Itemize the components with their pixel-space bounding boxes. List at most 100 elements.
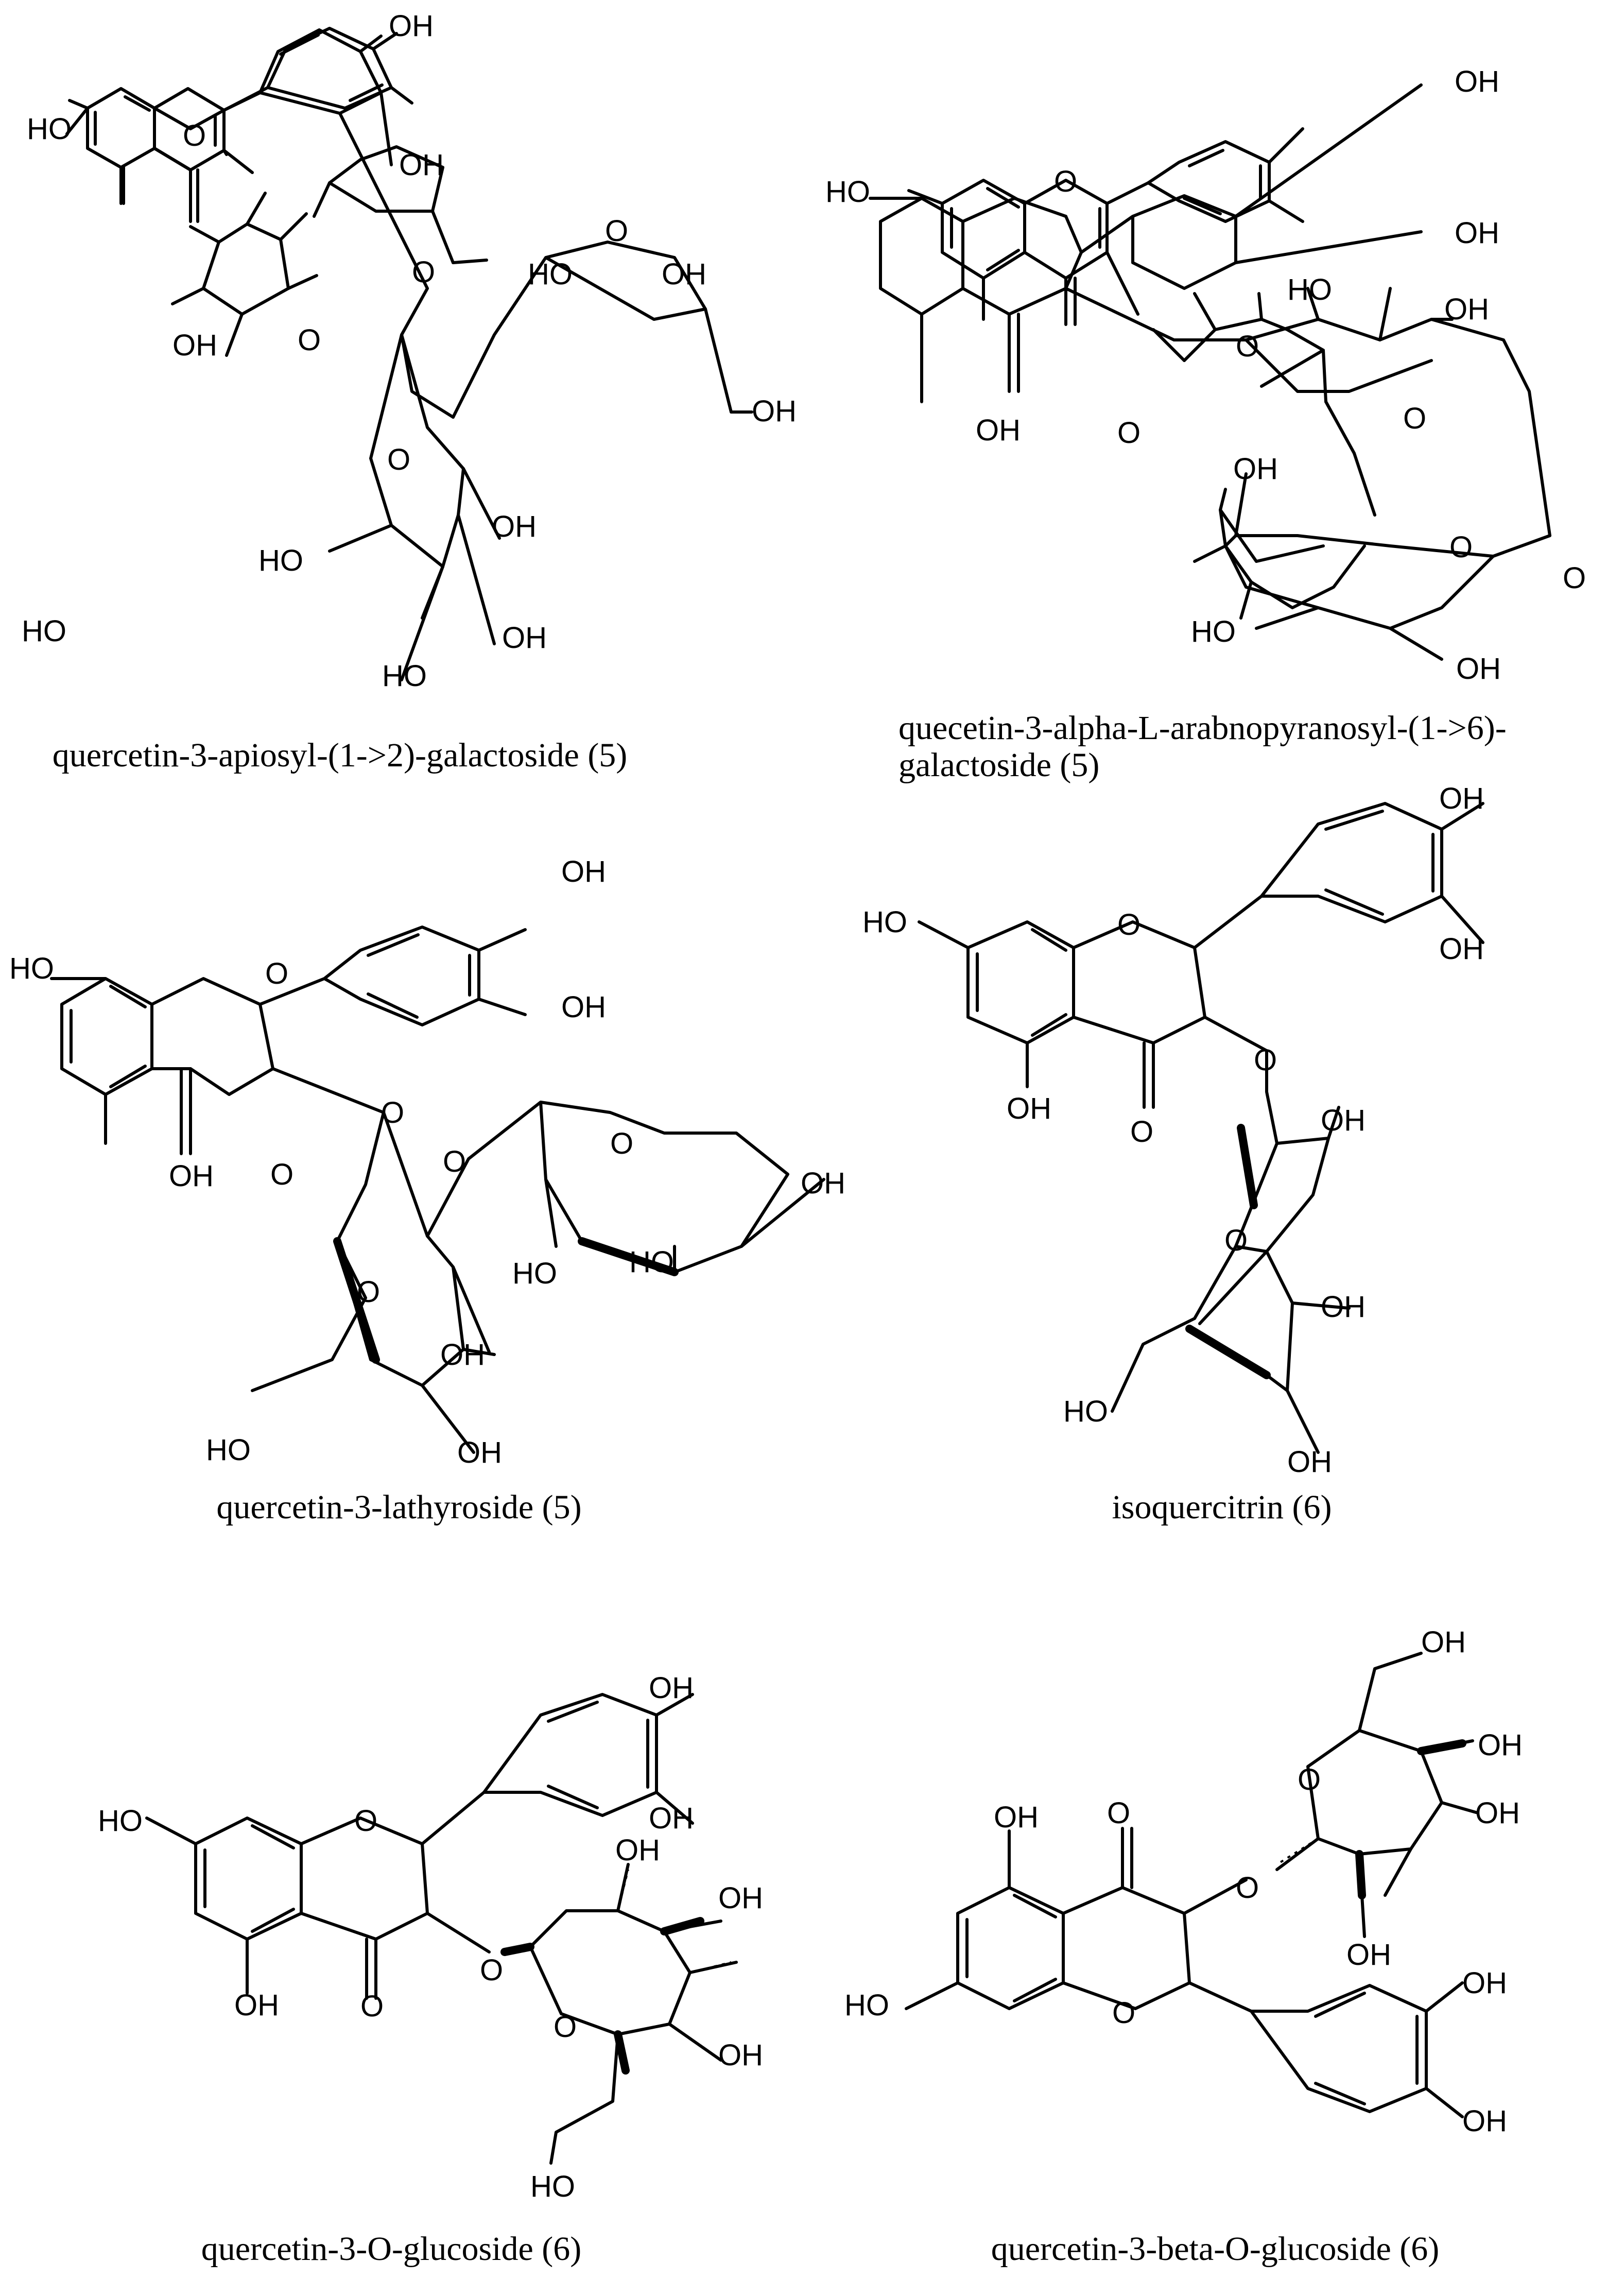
s2-label-11: O [1449, 530, 1473, 564]
s3-label-12: OH [801, 1167, 845, 1200]
s4-label-7: O [1224, 1224, 1248, 1257]
s6-label-1: O [1107, 1796, 1130, 1830]
s5-label-7: OH [615, 1834, 660, 1867]
s3-label-0: HO [9, 952, 54, 985]
caption-structure-5: quercetin-3-O-glucoside (6) [201, 2230, 582, 2268]
s3-label-6: O [381, 1096, 404, 1129]
s6-label-7: O [1236, 1871, 1259, 1905]
structure-4-wedges [1185, 1124, 1271, 1379]
structure-4-bonds [918, 802, 1484, 1454]
s3-label-14: HO [206, 1433, 251, 1467]
s3-label-2: OH [561, 855, 606, 888]
s4-label-4: OH [1007, 1092, 1051, 1125]
caption-structure-1: quercetin-3-apiosyl-(1->2)-galactoside (… [53, 736, 628, 774]
s1-label-2: OH [389, 9, 434, 43]
s5-label-1: O [354, 1804, 377, 1838]
structure-2-skeleton [869, 83, 1551, 661]
s2-label-8: OH [1444, 293, 1489, 326]
structure-6-hashes [1276, 1678, 1473, 1865]
s3-label-5: O [270, 1158, 293, 1191]
s1-label-4: OH [172, 329, 217, 362]
s5-label-2: OH [649, 1671, 694, 1705]
s1-label-16: HO [22, 614, 66, 648]
s5-label-5: O [360, 1990, 384, 2023]
s2-label-10: OH [1233, 452, 1278, 486]
s6-label-4: O [1298, 1763, 1321, 1796]
s5-label-6: O [480, 1954, 503, 1987]
s1-label-12: HO [258, 544, 303, 577]
structure-1-labels: HO O OH OH OH O O O HO OH OH O HO OH HO … [22, 9, 797, 693]
s2-label-14: OH [1456, 652, 1501, 686]
structure-6-labels: OH O O HO O OH OH O OH OH OH OH [844, 1625, 1523, 2138]
s3-label-15: OH [457, 1436, 502, 1469]
structure-1-bonds [65, 28, 753, 681]
s6-label-3: HO [844, 1989, 889, 2022]
s4-label-2: OH [1439, 782, 1484, 815]
s4-label-5: O [1130, 1115, 1153, 1149]
structure-6-bonds [905, 1652, 1479, 2118]
caption-structure-2-line1: quecetin-3-alpha-L-arabnopyranosyl-(1->6… [898, 709, 1507, 747]
structure-2-labels: HO O OH OH OH O O HO OH O OH O O HO OH [825, 65, 1586, 686]
s5-label-8: OH [718, 1881, 763, 1915]
s1-label-11: O [387, 443, 410, 476]
s3-label-3: OH [561, 990, 606, 1024]
s1-label-10: OH [752, 395, 797, 428]
s1-label-15: OH [502, 621, 547, 655]
s3-label-1: O [265, 957, 288, 990]
s2-label-13: HO [1191, 615, 1236, 648]
s6-label-8: OH [1475, 1796, 1520, 1830]
structure-5-wedges [500, 1917, 704, 2075]
s4-label-10: HO [1063, 1395, 1108, 1428]
s1-label-3: OH [399, 148, 444, 182]
structure-6-wedges [1355, 1739, 1466, 1899]
s1-label-0: HO [27, 112, 72, 146]
structure-4-labels: HO O OH OH OH O O O OH OH HO OH [862, 782, 1484, 1479]
s1-label-5: O [298, 323, 321, 357]
s2-label-0: HO [825, 175, 870, 209]
s4-label-1: O [1117, 908, 1141, 941]
s2-label-4: OH [976, 414, 1021, 447]
s5-label-4: OH [234, 1989, 279, 2022]
s2-label-1: O [1054, 165, 1077, 198]
s3-label-7: O [443, 1145, 466, 1178]
s4-label-11: OH [1287, 1445, 1332, 1479]
s1-label-1: O [183, 119, 206, 152]
s6-label-6: OH [1478, 1728, 1523, 1762]
s4-label-3: OH [1439, 932, 1484, 966]
s5-label-10: OH [718, 2038, 763, 2072]
s2-label-12: O [1563, 561, 1586, 595]
structure-3-wedges [333, 1237, 679, 1364]
s4-label-8: OH [1321, 1104, 1366, 1137]
s6-label-9: OH [1346, 1938, 1391, 1972]
caption-structure-2-line2: galactoside (5) [898, 746, 1099, 784]
caption-structure-4: isoquercitrin (6) [1112, 1488, 1332, 1526]
structure-5-labels: HO O OH OH OH O O OH OH O OH HO [98, 1671, 763, 2203]
s3-label-11: HO [629, 1245, 674, 1279]
s3-label-8: O [610, 1127, 633, 1160]
s3-label-10: HO [512, 1257, 557, 1290]
s4-label-0: HO [862, 905, 907, 939]
s6-label-11: OH [1462, 2104, 1507, 2138]
s3-label-13: OH [440, 1338, 485, 1372]
structure-3-bonds [50, 926, 825, 1454]
s6-label-10: OH [1462, 1966, 1507, 2000]
structure-3-labels: HO O OH OH OH O O O O O HO HO OH OH HO O… [9, 855, 845, 1469]
s4-label-6: O [1254, 1043, 1277, 1077]
s5-label-9: O [554, 2010, 577, 2044]
s5-label-3: OH [649, 1802, 694, 1835]
s6-label-5: OH [1421, 1625, 1466, 1659]
s6-label-2: O [1112, 1996, 1135, 2030]
caption-structure-6: quercetin-3-beta-O-glucoside (6) [991, 2230, 1439, 2268]
s5-label-0: HO [98, 1804, 143, 1838]
s2-label-9: O [1403, 402, 1426, 435]
s2-label-2: OH [1455, 65, 1499, 98]
structure-5-hashes [617, 1869, 732, 1974]
s2-label-6: O [1236, 330, 1259, 363]
s5-label-11: HO [530, 2170, 575, 2203]
s3-label-9: O [357, 1275, 380, 1309]
s2-label-3: OH [1455, 216, 1499, 250]
caption-structure-3: quercetin-3-lathyroside (5) [216, 1488, 581, 1526]
s2-label-5: O [1117, 416, 1141, 450]
s3-label-4: OH [169, 1159, 214, 1193]
